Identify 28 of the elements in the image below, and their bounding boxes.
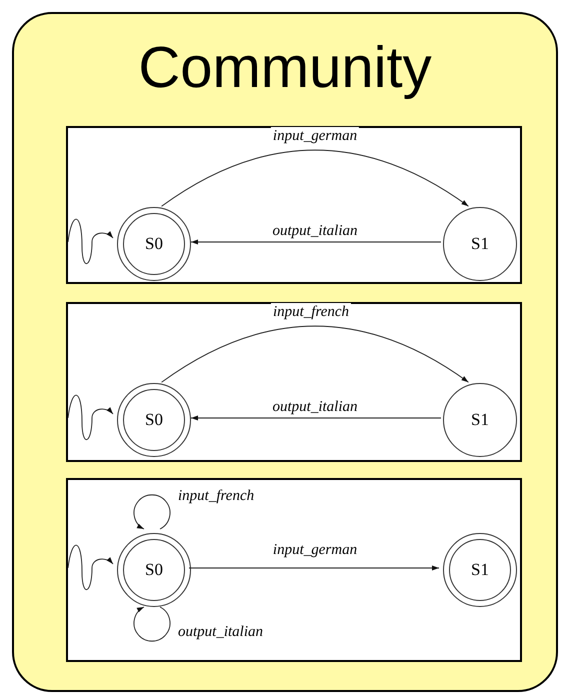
diagram-panel <box>66 126 522 284</box>
state-label: S0 <box>145 559 163 582</box>
transition-arrow <box>161 326 469 383</box>
edge-label: output_italian <box>270 222 360 240</box>
edge-label: output_italian <box>176 623 266 641</box>
transition-arrow <box>161 150 469 207</box>
state-label: S0 <box>145 233 163 256</box>
start-arrow <box>68 544 114 590</box>
diagram-panel <box>66 478 522 662</box>
transition-arrow <box>190 240 442 244</box>
state-label: S1 <box>471 409 489 432</box>
edge-label: input_french <box>270 303 352 321</box>
group-box <box>12 12 558 692</box>
state-label: S0 <box>145 409 163 432</box>
self-loop-arrow <box>134 606 170 642</box>
edge-label: input_french <box>176 487 256 505</box>
transition-arrow <box>190 416 442 420</box>
group-title: Community <box>137 36 433 100</box>
edge-label: input_german <box>270 127 360 145</box>
start-arrow <box>68 394 114 440</box>
edge-label: input_german <box>270 541 360 559</box>
transition-arrow <box>188 566 440 570</box>
state-label: S1 <box>471 559 489 582</box>
state-label: S1 <box>471 233 489 256</box>
diagram-panel <box>66 302 522 462</box>
start-arrow <box>68 218 114 264</box>
edge-label: output_italian <box>270 398 360 416</box>
self-loop-arrow <box>134 494 170 530</box>
